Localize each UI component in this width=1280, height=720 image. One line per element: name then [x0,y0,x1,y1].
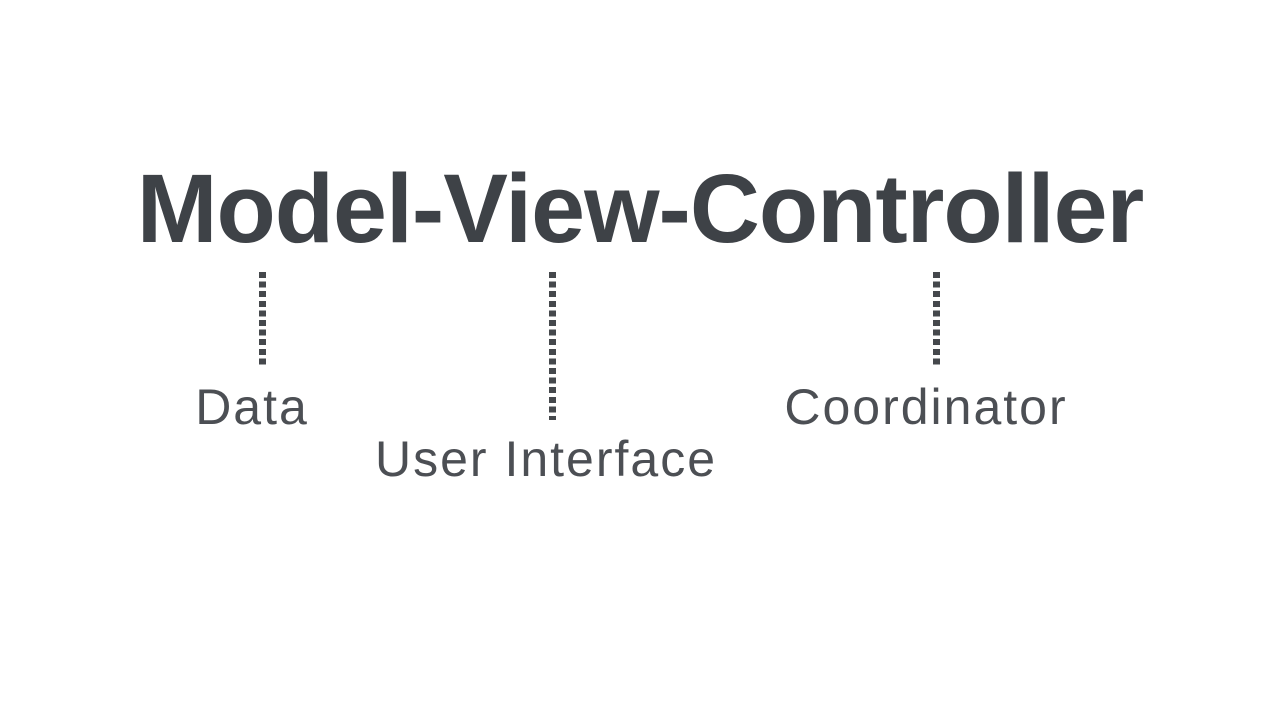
view-connector-dotted-line [549,272,556,420]
view-label: User Interface [374,431,718,487]
controller-connector-dotted-line [933,272,940,368]
page-title: Model-View-Controller [136,154,1145,263]
model-label: Data [195,379,309,435]
controller-label: Coordinator [784,379,1068,435]
model-connector-dotted-line [259,272,266,368]
